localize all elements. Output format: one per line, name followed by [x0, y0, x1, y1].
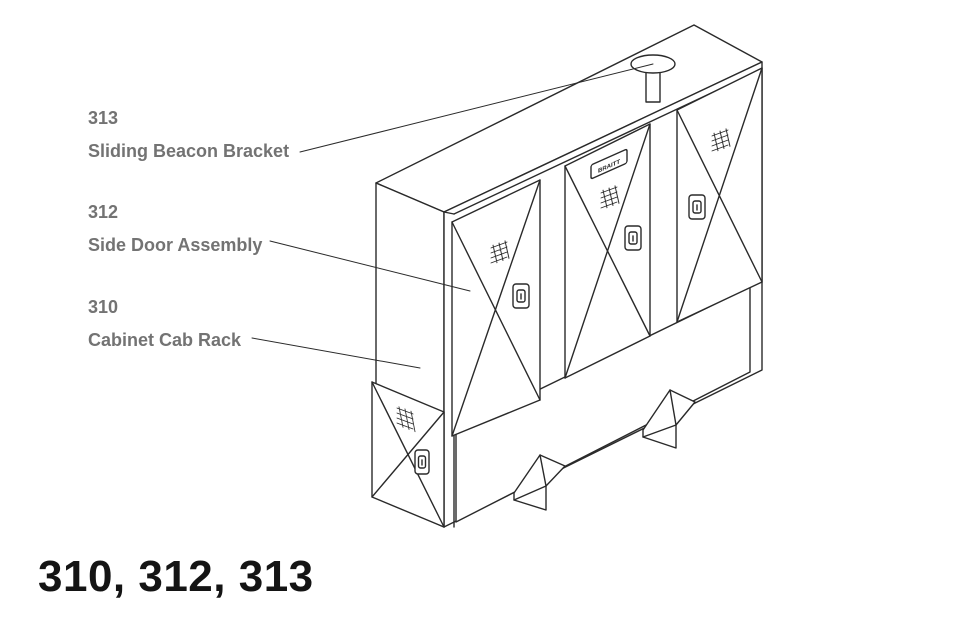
- door-latch-icon: [624, 225, 642, 251]
- lower-recess-panel: [455, 286, 751, 523]
- side-door-3: [676, 67, 763, 323]
- callout-313-name: Sliding Beacon Bracket: [88, 141, 290, 161]
- mounting-bracket-left: [513, 454, 566, 511]
- callout-312-name: Side Door Assembly: [88, 235, 263, 255]
- callout-312-number: 312: [88, 202, 119, 222]
- leader-line-312: [269, 240, 471, 292]
- door-latch-icon: [414, 449, 430, 475]
- door-latch-icon: [688, 194, 706, 220]
- brand-badge: [590, 148, 628, 180]
- callout-310-name: Cabinet Cab Rack: [88, 330, 242, 350]
- vent-mesh-icon: [396, 406, 416, 433]
- side-door-2: [564, 123, 651, 379]
- leader-line-313: [299, 63, 654, 153]
- mounting-bracket-right: [642, 389, 696, 449]
- side-lower-door: [371, 381, 445, 528]
- leader-line-310: [251, 337, 421, 369]
- vent-mesh-icon: [490, 240, 510, 264]
- side-door-1: [451, 179, 541, 437]
- callout-310-number: 310: [88, 297, 119, 317]
- part-numbers-title: 310, 312, 313: [38, 552, 314, 601]
- callout-313-number: 313: [88, 108, 119, 128]
- vent-mesh-icon: [600, 185, 620, 209]
- door-latch-icon: [512, 283, 530, 309]
- vent-mesh-icon: [711, 128, 731, 152]
